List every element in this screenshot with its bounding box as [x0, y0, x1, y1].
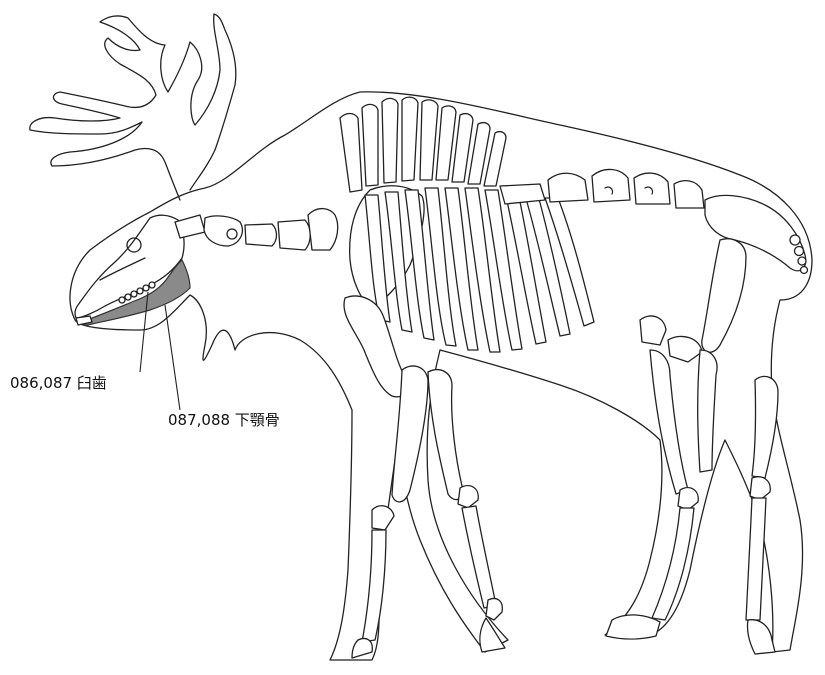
- hind-legs: [606, 239, 778, 654]
- label-mandible: 087,088 下顎骨: [168, 411, 280, 429]
- cervical-vertebrae: [175, 209, 338, 250]
- front-legs: [352, 366, 505, 658]
- mandible-leader-line: [165, 305, 180, 410]
- humerus: [344, 296, 407, 397]
- ribcage: [365, 188, 594, 352]
- spinous-processes: [340, 97, 506, 192]
- antler-outline: [30, 14, 236, 200]
- label-molar: 086,087 臼歯: [10, 374, 107, 392]
